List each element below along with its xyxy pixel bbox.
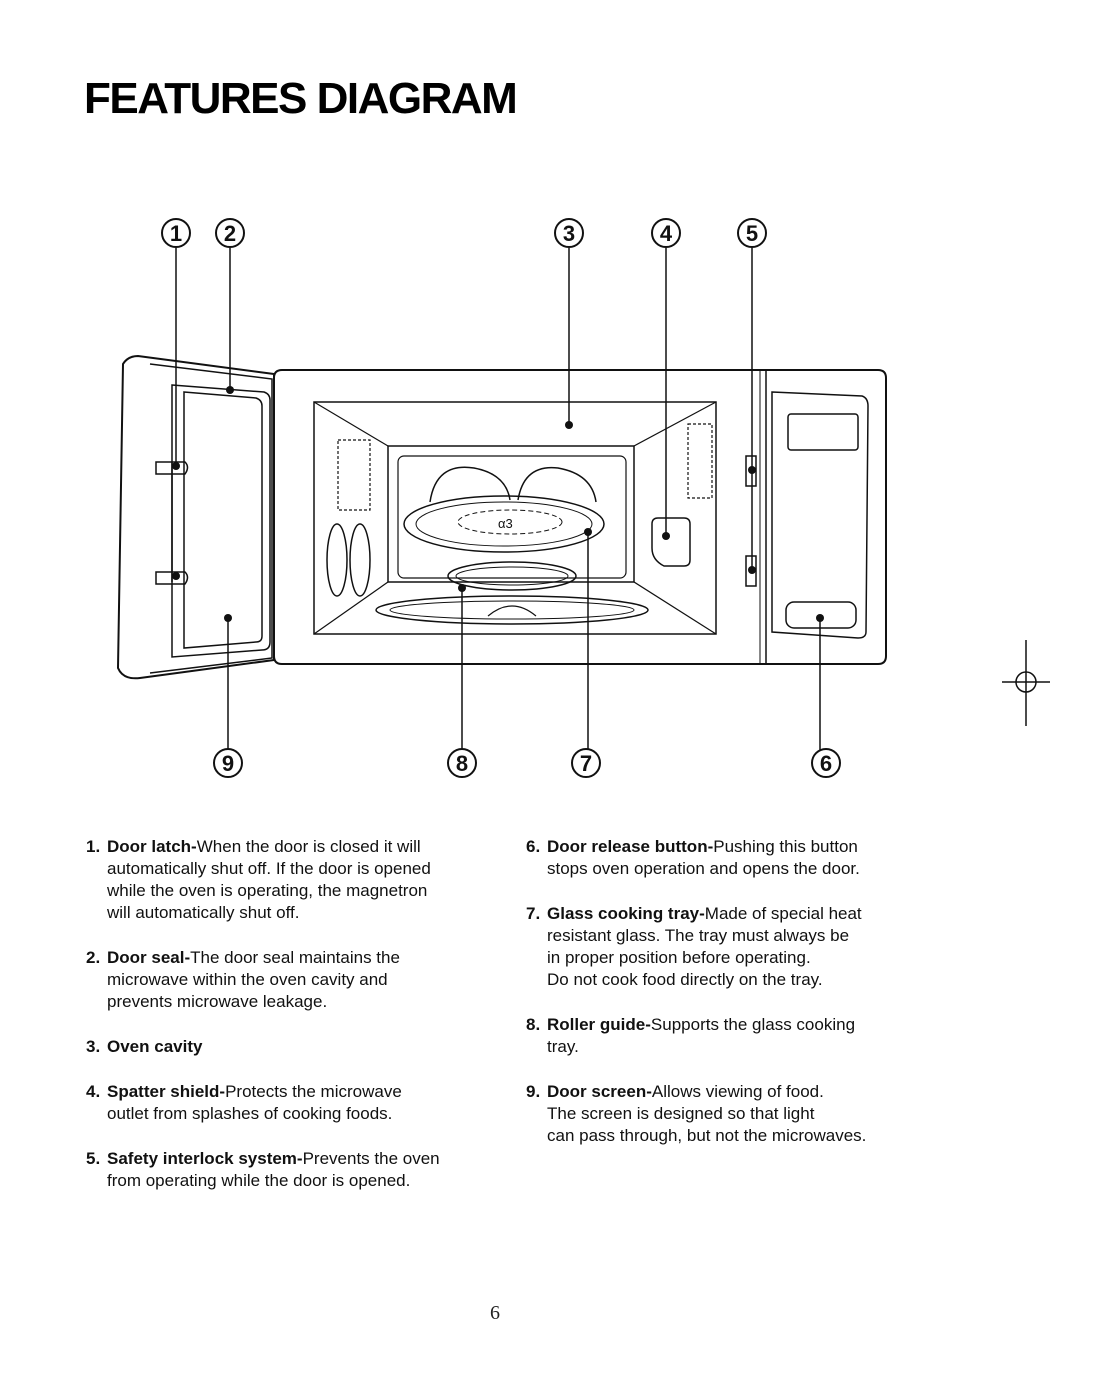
feature-line: can pass through, but not the microwaves… <box>547 1126 867 1145</box>
feature-number: 1. <box>86 837 101 856</box>
door-latch-bottom <box>155 571 189 585</box>
callout-3-label: 3 <box>563 221 575 246</box>
feature-line: prevents microwave leakage. <box>107 992 328 1011</box>
feature-line: from operating while the door is opened. <box>107 1171 411 1190</box>
feature-term: Door release button- <box>547 837 714 856</box>
feature-number: 5. <box>86 1149 101 1168</box>
callout-1-label: 1 <box>170 221 182 246</box>
page-number: 6 <box>490 1302 500 1324</box>
callout-5-label: 5 <box>746 221 758 246</box>
callout-7-label: 7 <box>580 751 592 776</box>
callout-7: 7 <box>571 748 601 778</box>
feature-term: Oven cavity <box>107 1037 203 1056</box>
microwave-features-diagram: α3 <box>116 218 1050 778</box>
feature-item-door-latch: 1. Door latch-When the door is closed it… <box>86 836 516 924</box>
feature-number: 2. <box>86 948 101 967</box>
feature-item-oven-cavity: 3. Oven cavity <box>86 1036 516 1058</box>
feature-term: Safety interlock system- <box>107 1149 303 1168</box>
feature-line: while the oven is operating, the magnetr… <box>107 881 428 900</box>
callout-8: 8 <box>447 748 477 778</box>
feature-line: Pushing this button <box>713 837 858 856</box>
callout-6-label: 6 <box>820 751 832 776</box>
feature-item-door-seal: 2. Door seal-The door seal maintains the… <box>86 947 516 1013</box>
callout-8-label: 8 <box>456 751 468 776</box>
callout-5: 5 <box>737 218 767 248</box>
callout-4: 4 <box>651 218 681 248</box>
feature-list-left: 1. Door latch-When the door is closed it… <box>86 836 516 1215</box>
feature-item-door-screen: 9. Door screen-Allows viewing of food. T… <box>526 1081 956 1147</box>
feature-number: 6. <box>526 837 541 856</box>
feature-term: Roller guide- <box>547 1015 651 1034</box>
feature-item-roller-guide: 8. Roller guide-Supports the glass cooki… <box>526 1014 956 1058</box>
feature-list-right: 6. Door release button-Pushing this butt… <box>526 836 956 1170</box>
callout-3: 3 <box>554 218 584 248</box>
feature-line: Allows viewing of food. <box>651 1082 824 1101</box>
feature-term: Glass cooking tray- <box>547 904 705 923</box>
feature-term: Door seal- <box>107 948 191 967</box>
callout-9: 9 <box>213 748 243 778</box>
callout-6: 6 <box>811 748 841 778</box>
callout-1: 1 <box>161 218 191 248</box>
callout-2-label: 2 <box>224 221 236 246</box>
feature-item-spatter-shield: 4. Spatter shield-Protects the microwave… <box>86 1081 516 1125</box>
feature-term: Door screen- <box>547 1082 652 1101</box>
callout-9-label: 9 <box>222 751 234 776</box>
feature-number: 8. <box>526 1015 541 1034</box>
page-title: FEATURES DIAGRAM <box>84 74 518 123</box>
feature-term: Spatter shield- <box>107 1082 226 1101</box>
feature-line: outlet from splashes of cooking foods. <box>107 1104 393 1123</box>
feature-item-safety-interlock: 5. Safety interlock system-Prevents the … <box>86 1148 516 1192</box>
feature-line: stops oven operation and opens the door. <box>547 859 860 878</box>
feature-line: Made of special heat <box>704 904 862 923</box>
feature-item-glass-tray: 7. Glass cooking tray-Made of special he… <box>526 903 956 991</box>
feature-number: 7. <box>526 904 541 923</box>
feature-term: Door latch- <box>107 837 197 856</box>
svg-text:α3: α3 <box>498 516 513 531</box>
feature-line: will automatically shut off. <box>107 903 300 922</box>
feature-number: 9. <box>526 1082 541 1101</box>
feature-item-door-release: 6. Door release button-Pushing this butt… <box>526 836 956 880</box>
feature-line: Supports the glass cooking <box>650 1015 856 1034</box>
feature-line: microwave within the oven cavity and <box>107 970 388 989</box>
registration-mark <box>1002 640 1050 726</box>
feature-line: Protects the microwave <box>225 1082 402 1101</box>
oven-door <box>116 354 275 680</box>
callout-4-label: 4 <box>660 221 673 246</box>
feature-line: in proper position before operating. <box>547 948 811 967</box>
door-latch-top <box>155 461 189 582</box>
feature-line: Prevents the oven <box>302 1149 440 1168</box>
feature-line: When the door is closed it will <box>196 837 421 856</box>
feature-line: The door seal maintains the <box>190 948 400 967</box>
control-panel <box>771 391 869 639</box>
feature-line: Do not cook food directly on the tray. <box>547 970 823 989</box>
feature-line: tray. <box>547 1037 579 1056</box>
feature-line: resistant glass. The tray must always be <box>547 926 850 945</box>
callout-2: 2 <box>215 218 245 248</box>
feature-number: 4. <box>86 1082 101 1101</box>
feature-line: automatically shut off. If the door is o… <box>107 859 431 878</box>
oven-body: α3 <box>273 369 887 665</box>
feature-line: The screen is designed so that light <box>547 1104 815 1123</box>
feature-number: 3. <box>86 1037 101 1056</box>
